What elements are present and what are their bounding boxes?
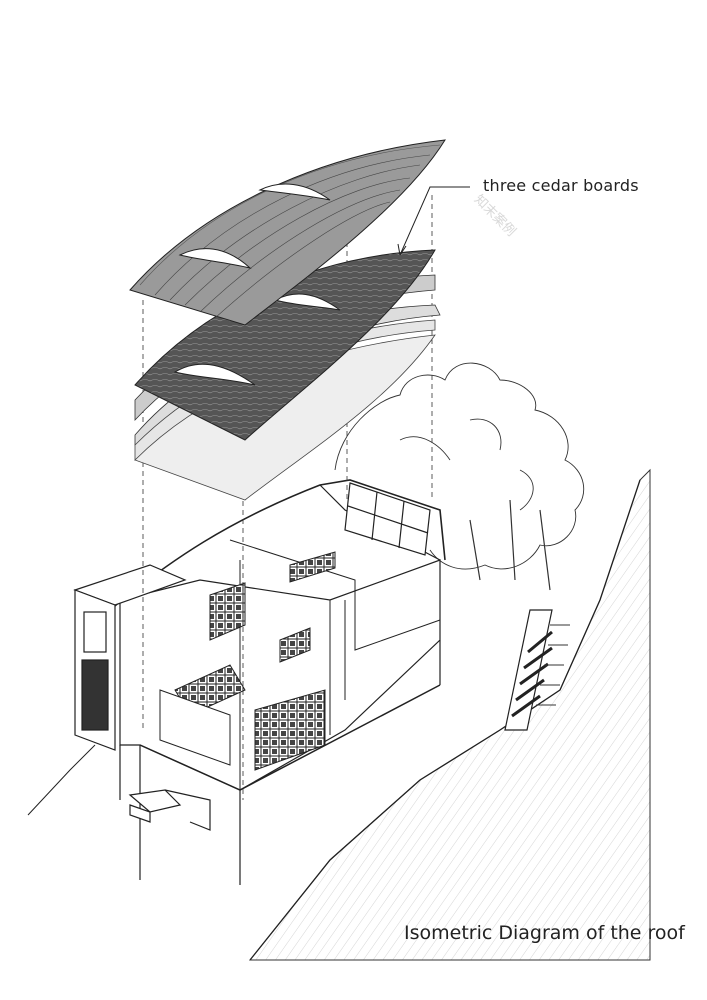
- three-cedar-boards-label: three cedar boards: [483, 176, 639, 195]
- shelving-units: [159, 551, 336, 771]
- hillside-terrain: [27, 468, 651, 961]
- cedar-board-stack: [134, 249, 441, 501]
- cedar-board-top: [129, 139, 446, 326]
- diagram-caption: Isometric Diagram of the roof: [404, 922, 685, 944]
- retaining-wall: [504, 609, 570, 731]
- callout-leader: [397, 186, 470, 256]
- tree-outline: [334, 362, 585, 591]
